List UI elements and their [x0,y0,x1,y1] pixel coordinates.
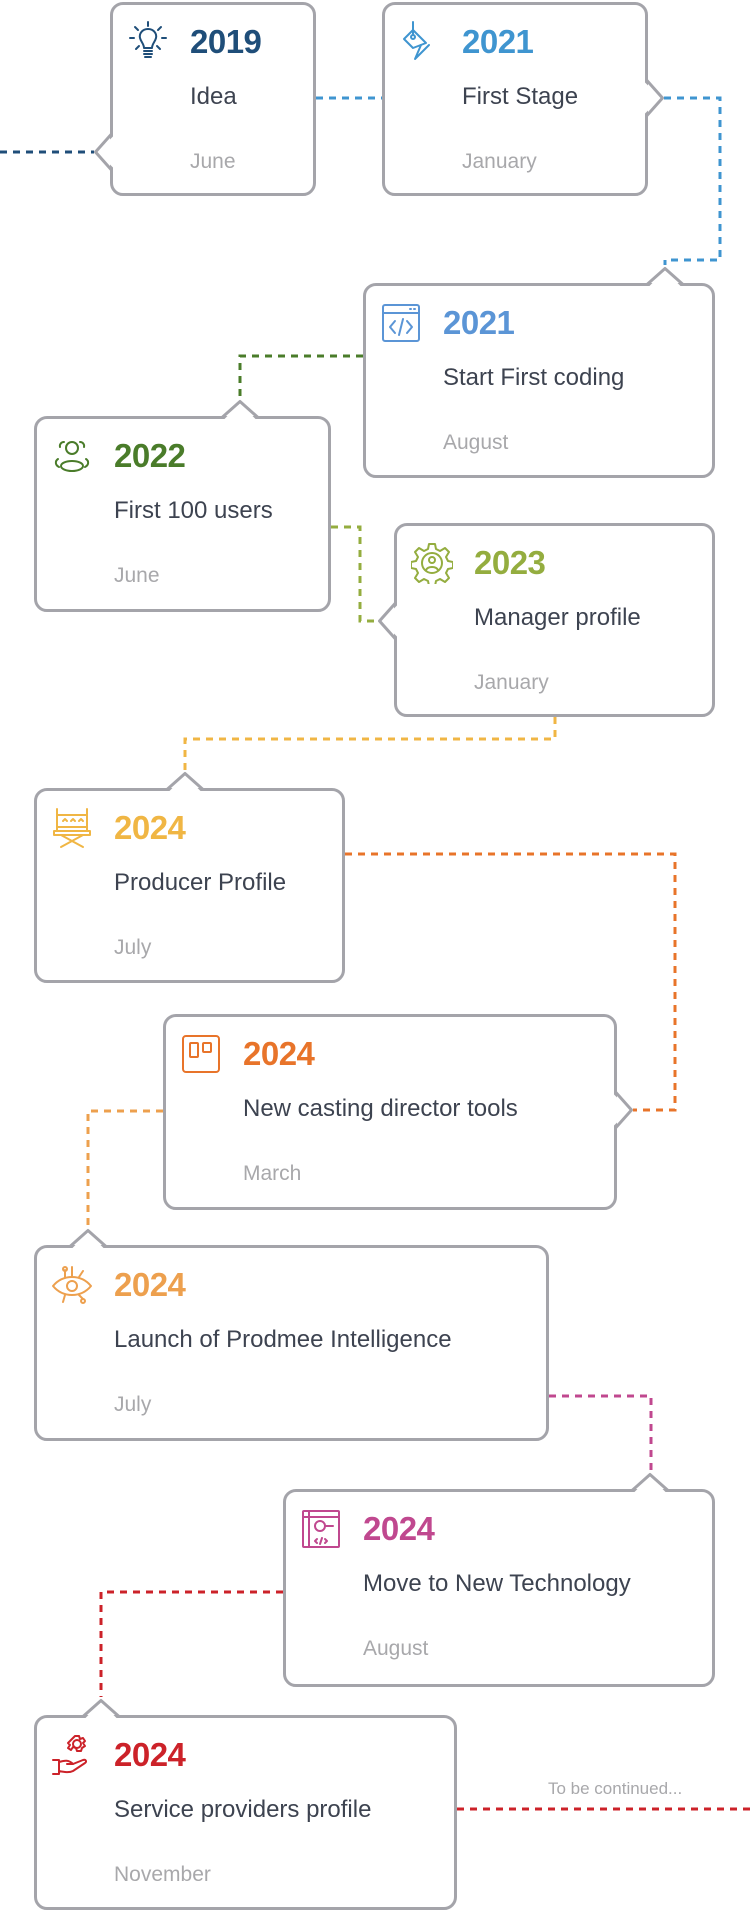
milestone-title: Idea [190,83,237,110]
milestone-year: 2019 [190,23,262,60]
connector-line [331,525,378,623]
milestone-card: 2024 Launch of Prodmee Intelligence July [34,1245,549,1441]
connector-line [99,1590,283,1697]
milestone-card: 2019 Idea June [110,2,316,196]
milestone-card: 2021 First Stage January [382,2,648,196]
milestone-title: Start First coding [443,364,625,391]
milestone-card: 2024 New casting director tools March [163,1014,617,1210]
card-notch [645,79,664,117]
milestone-month: November [114,1863,211,1886]
connector-line [86,1109,163,1227]
milestone-card: 2021 Start First coding August [363,283,715,478]
milestone-card: 2024 Move to New Technology August [283,1489,715,1687]
milestone-title: Move to New Technology [363,1570,631,1597]
connector-line [663,96,722,265]
milestone-year: 2024 [114,1266,186,1303]
milestone-title: First 100 users [114,497,273,524]
users-icon [51,435,93,477]
milestone-title: New casting director tools [243,1095,518,1122]
milestone-year: 2024 [363,1510,435,1547]
milestone-year: 2024 [114,1736,186,1773]
milestone-title: Manager profile [474,604,641,631]
milestone-month: August [443,431,509,454]
milestone-title: Producer Profile [114,869,287,896]
milestone-month: June [114,564,160,587]
gear-user-icon [410,542,454,587]
milestone-month: July [114,1393,152,1416]
pen-tool-icon [399,21,441,63]
milestone-month: March [243,1162,302,1185]
lightbulb-icon [127,21,169,63]
milestone-month: July [114,936,152,959]
board-icon [180,1033,222,1075]
milestone-card: 2024 Producer Profile July [34,788,345,983]
milestone-year: 2021 [462,23,534,60]
milestone-month: January [474,671,549,694]
milestone-year: 2024 [243,1035,315,1072]
milestone-year: 2023 [474,544,546,581]
milestone-year: 2021 [443,304,515,341]
director-chair-icon [51,807,93,849]
card-notch [614,1091,633,1129]
milestone-card: 2024 Service providers profile November [34,1715,457,1910]
milestone-title: First Stage [462,83,579,110]
milestone-card: 2022 First 100 users June [34,416,331,612]
milestone-month: June [190,150,236,173]
connector-line [183,717,557,770]
milestone-title: Launch of Prodmee Intelligence [114,1326,452,1353]
to-be-continued-label: To be continued... [548,1779,683,1798]
tech-document-icon [300,1508,342,1550]
connector-line [238,354,363,398]
milestone-title: Service providers profile [114,1796,372,1823]
hand-gear-icon [51,1734,93,1776]
milestone-month: January [462,150,537,173]
code-window-icon [380,302,422,344]
milestone-month: August [363,1637,429,1660]
milestone-card: 2023 Manager profile January [394,523,715,717]
milestone-year: 2024 [114,809,186,846]
ai-eye-icon [51,1264,93,1306]
connector-line [549,1394,653,1471]
milestone-year: 2022 [114,437,186,474]
